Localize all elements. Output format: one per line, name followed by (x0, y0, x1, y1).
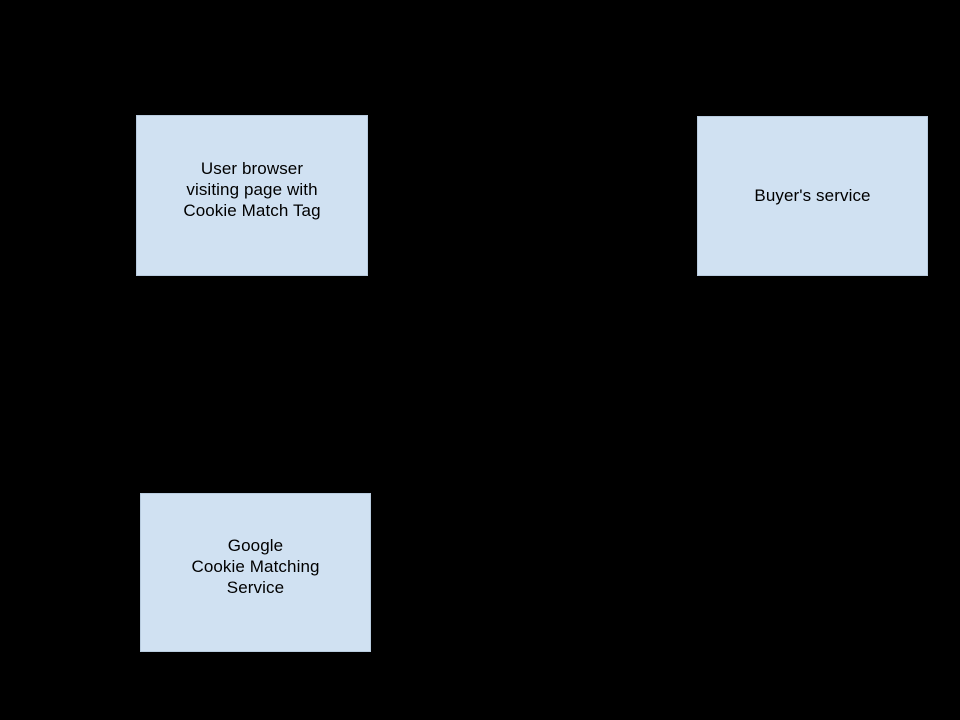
node-buyers-service[interactable]: Buyer's service (697, 116, 928, 276)
node-google-cookie-matching-service-label: Google Cookie Matching Service (191, 536, 320, 597)
edge-browser-to-google (251, 276, 253, 493)
node-user-browser[interactable]: User browser visiting page with Cookie M… (136, 115, 368, 276)
edge-google-to-buyer-riser (811, 276, 813, 571)
edge-google-to-buyer (371, 571, 812, 573)
node-buyers-service-label: Buyer's service (754, 185, 871, 205)
node-google-cookie-matching-service[interactable]: Google Cookie Matching Service (140, 493, 371, 652)
node-user-browser-label: User browser visiting page with Cookie M… (183, 159, 321, 220)
edge-browser-to-buyer (368, 195, 697, 197)
